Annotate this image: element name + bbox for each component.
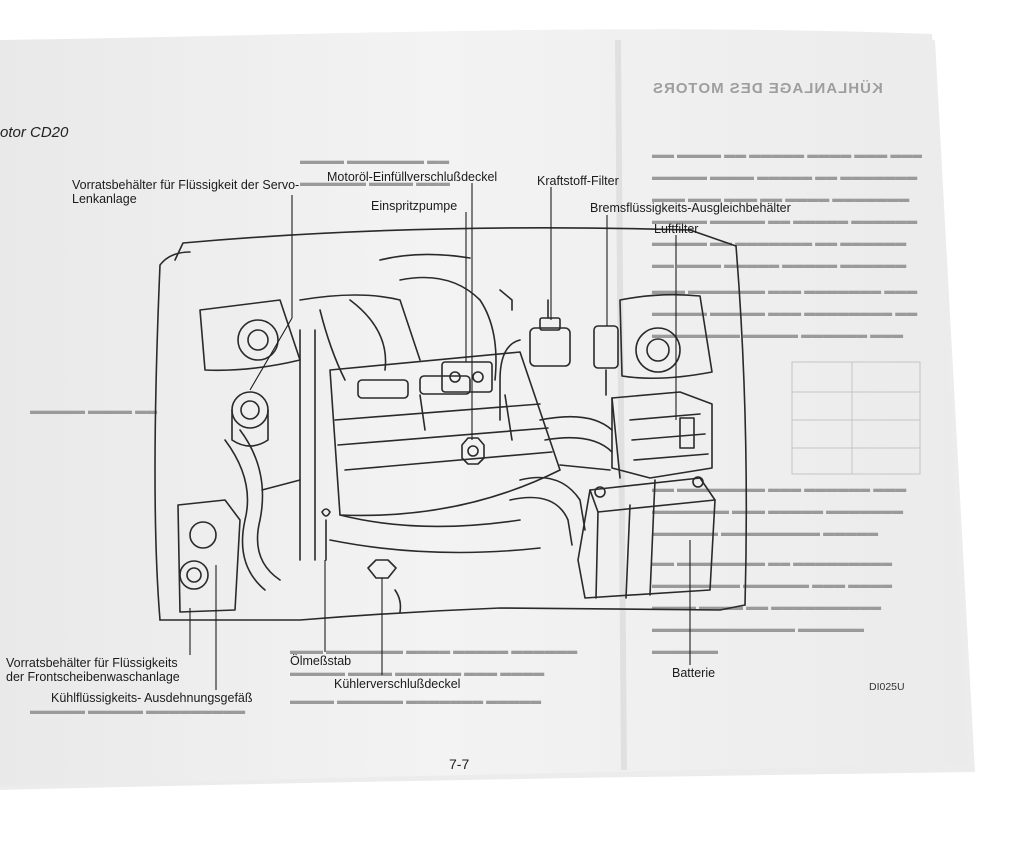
- label-oil-filler-cap: Motoröl-Einfüllverschlußdeckel: [327, 170, 498, 184]
- label-coolant-tank: Kühlflüssigkeits- Ausdehnungsgefäß: [51, 691, 253, 705]
- section-heading: otor CD20: [0, 124, 69, 141]
- label-fuel-filter: Kraftstoff-Filter: [537, 174, 619, 188]
- label-radiator-cap: Kühlerverschlußdeckel: [334, 677, 461, 691]
- label-washer-reservoir: Vorratsbehälter für Flüssigkeits: [6, 656, 178, 670]
- page-number: 7-7: [449, 756, 470, 772]
- figure-code: DI025U: [869, 681, 905, 693]
- label-dipstick: Ölmeßstab: [290, 654, 352, 668]
- label-brake-reservoir: Bremsflüssigkeits-Ausgleichbehälter: [590, 201, 791, 215]
- label-injection-pump: Einspritzpumpe: [371, 199, 458, 213]
- label-servo-reservoir-line2: Lenkanlage: [72, 192, 137, 206]
- label-washer-reservoir-line2: der Frontscheibenwaschanlage: [6, 670, 180, 684]
- label-servo-reservoir: Vorratsbehälter für Flüssigkeit der Serv…: [72, 178, 300, 192]
- label-battery: Batterie: [672, 666, 716, 680]
- label-air-filter: Luftfilter: [654, 222, 699, 236]
- leader-servo: [249, 195, 293, 391]
